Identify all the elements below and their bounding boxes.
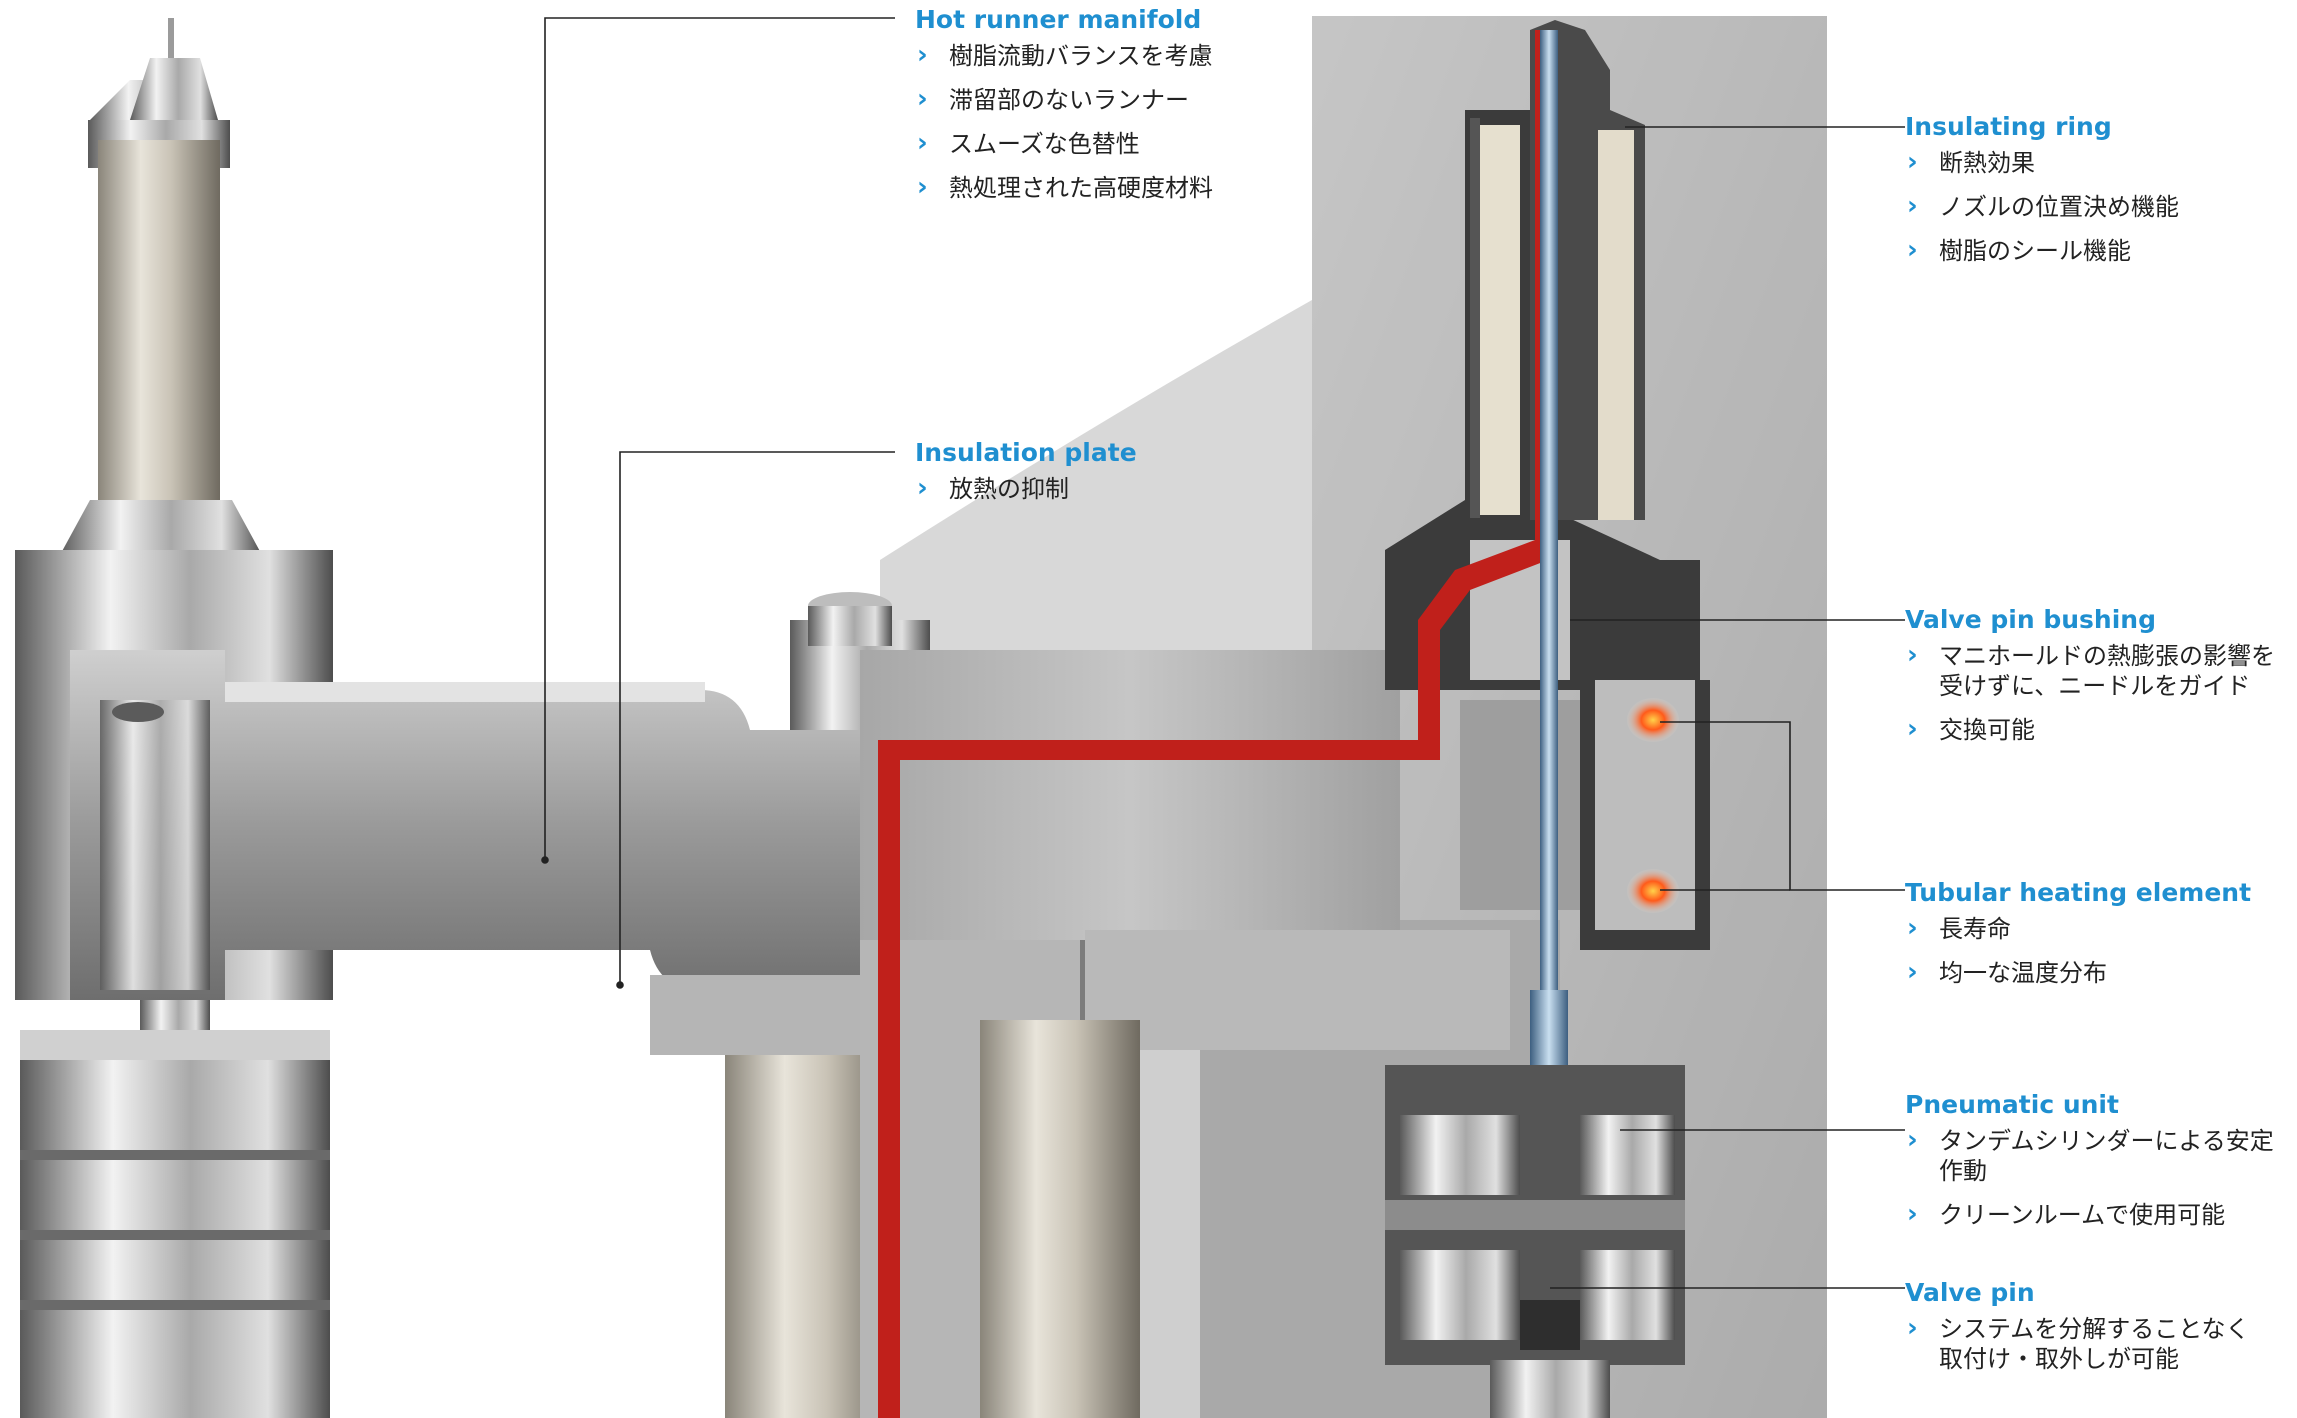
callout-valve-pin: Valve pin システムを分解することなく 取付け・取外しが可能 [1905, 1278, 2250, 1388]
bullet-item: 均一な温度分布 [1905, 957, 2251, 988]
bullet-item: ノズルの位置決め機能 [1905, 191, 2179, 222]
bullet-item: タンデムシリンダーによる安定 作動 [1905, 1125, 2274, 1186]
callout-bullets: システムを分解することなく 取付け・取外しが可能 [1905, 1313, 2250, 1374]
heater-upper-icon [1627, 698, 1679, 742]
bullet-item: クリーンルームで使用可能 [1905, 1199, 2274, 1230]
bullet-item: 交換可能 [1905, 714, 2275, 745]
heater-lower-icon [1627, 869, 1679, 913]
bullet-item: 樹脂流動バランスを考慮 [915, 40, 1213, 71]
callout-tubular-heating-element: Tubular heating element 長寿命 均一な温度分布 [1905, 878, 2251, 1002]
callout-bullets: 断熱効果 ノズルの位置決め機能 樹脂のシール機能 [1905, 147, 2179, 266]
callout-bullets: 長寿命 均一な温度分布 [1905, 913, 2251, 988]
leader-dot-insulation-plate [616, 981, 624, 989]
bullet-item: 断熱効果 [1905, 147, 2179, 178]
leader-hot-runner-manifold [544, 17, 895, 860]
callout-hot-runner-manifold: Hot runner manifold 樹脂流動バランスを考慮 滞留部のないラン… [915, 5, 1213, 217]
leader-lines [541, 17, 1905, 1289]
callout-bullets: マニホールドの熱膨張の影響を 受けずに、ニードルをガイド 交換可能 [1905, 640, 2275, 745]
bullet-item: 放熱の抑制 [915, 473, 1137, 504]
bullet-item: スムーズな色替性 [915, 128, 1213, 159]
callout-title: Insulation plate [915, 438, 1137, 467]
callout-valve-pin-bushing: Valve pin bushing マニホールドの熱膨張の影響を 受けずに、ニー… [1905, 605, 2275, 759]
leader-dot-hot-runner-manifold [541, 856, 549, 864]
pneumatic-unit-section [1385, 1065, 1685, 1418]
callout-bullets: 樹脂流動バランスを考慮 滞留部のないランナー スムーズな色替性 熱処理された高硬… [915, 40, 1213, 203]
leader-tubular-heating-element [1660, 721, 1905, 891]
callout-title: Valve pin [1905, 1278, 2035, 1307]
callout-bullets: 放熱の抑制 [915, 473, 1137, 504]
bullet-item: システムを分解することなく 取付け・取外しが可能 [1905, 1313, 2250, 1374]
callout-title: Valve pin bushing [1905, 605, 2156, 634]
bullet-item: 長寿命 [1905, 913, 2251, 944]
heater-elements [1627, 698, 1679, 913]
callout-insulation-plate: Insulation plate 放熱の抑制 [915, 438, 1137, 518]
bullet-item: 滞留部のないランナー [915, 84, 1213, 115]
callout-title: Insulating ring [1905, 112, 2112, 141]
callout-title: Tubular heating element [1905, 878, 2252, 907]
bullet-item: 熱処理された高硬度材料 [915, 172, 1213, 203]
bullet-item: 樹脂のシール機能 [1905, 235, 2179, 266]
callout-pneumatic-unit: Pneumatic unit タンデムシリンダーによる安定 作動 クリーンルーム… [1905, 1090, 2274, 1244]
leader-insulation-plate [619, 451, 895, 985]
callout-title: Hot runner manifold [915, 5, 1202, 34]
bullet-item: マニホールドの熱膨張の影響を 受けずに、ニードルをガイド [1905, 640, 2275, 701]
callout-insulating-ring: Insulating ring 断熱効果 ノズルの位置決め機能 樹脂のシール機能 [1905, 112, 2179, 280]
callout-bullets: タンデムシリンダーによる安定 作動 クリーンルームで使用可能 [1905, 1125, 2274, 1230]
callout-title: Pneumatic unit [1905, 1090, 2119, 1119]
manifold-arm [70, 592, 930, 1055]
